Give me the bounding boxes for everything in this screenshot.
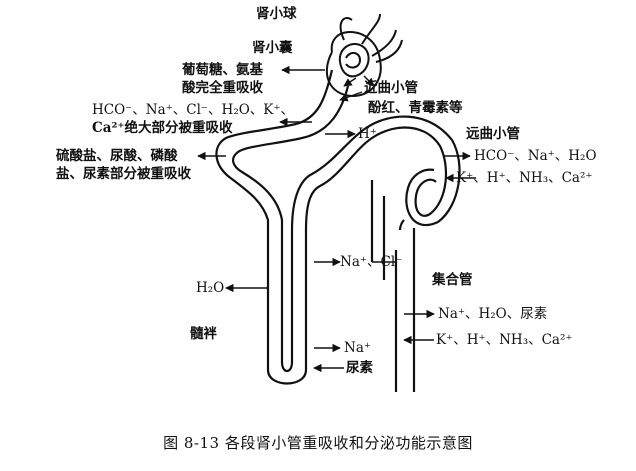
label-pct-ions-line1: HCO⁻、Na⁺、Cl⁻、H₂O、K⁺、 [92, 102, 295, 118]
label-pct-h: H⁺ [358, 126, 377, 142]
label-collecting-duct: 集合管 [432, 272, 473, 288]
label-thin-urea: 尿素 [346, 360, 373, 376]
arrows [197, 65, 476, 373]
label-pct-reabs-line2: 酸完全重吸收 [182, 80, 263, 96]
label-pct-partial-line1: 硫酸盐、尿酸、磷酸 [56, 148, 178, 164]
label-glomerulus: 肾小球 [256, 6, 297, 22]
label-pct-reabs-line1: 葡萄糖、氨基 [182, 62, 263, 78]
label-dct: 远曲小管 [466, 126, 520, 142]
label-pct: 近曲小管 [364, 80, 418, 96]
label-dct-reabs: HCO⁻、Na⁺、H₂O [474, 148, 597, 164]
label-dct-secrete: K⁺、H⁺、NH₃、Ca²⁺ [456, 170, 593, 186]
label-thin-na: Na⁺ [344, 340, 371, 356]
label-loop: 髓袢 [190, 326, 217, 342]
label-pct-secrete: 酚红、青霉素等 [368, 100, 463, 116]
label-desc-water: H₂O [196, 280, 225, 296]
tubule-walls [215, 69, 461, 392]
glomerulus-drawing [325, 13, 403, 98]
label-cd-reabs: Na⁺、H₂O、尿素 [438, 306, 548, 322]
figure-caption: 图 8-13 各段肾小管重吸收和分泌功能示意图 [163, 434, 473, 452]
label-asc-ions: Na⁺、Cl⁻ [340, 254, 403, 270]
label-cd-secrete: K⁺、H⁺、NH₃、Ca²⁺ [436, 332, 573, 348]
label-pct-ions-line2: Ca²⁺绝大部分被重吸收 [92, 120, 233, 136]
label-pct-partial-line2: 盐、尿素部分被重吸收 [56, 166, 191, 182]
label-capsule: 肾小囊 [252, 40, 293, 56]
